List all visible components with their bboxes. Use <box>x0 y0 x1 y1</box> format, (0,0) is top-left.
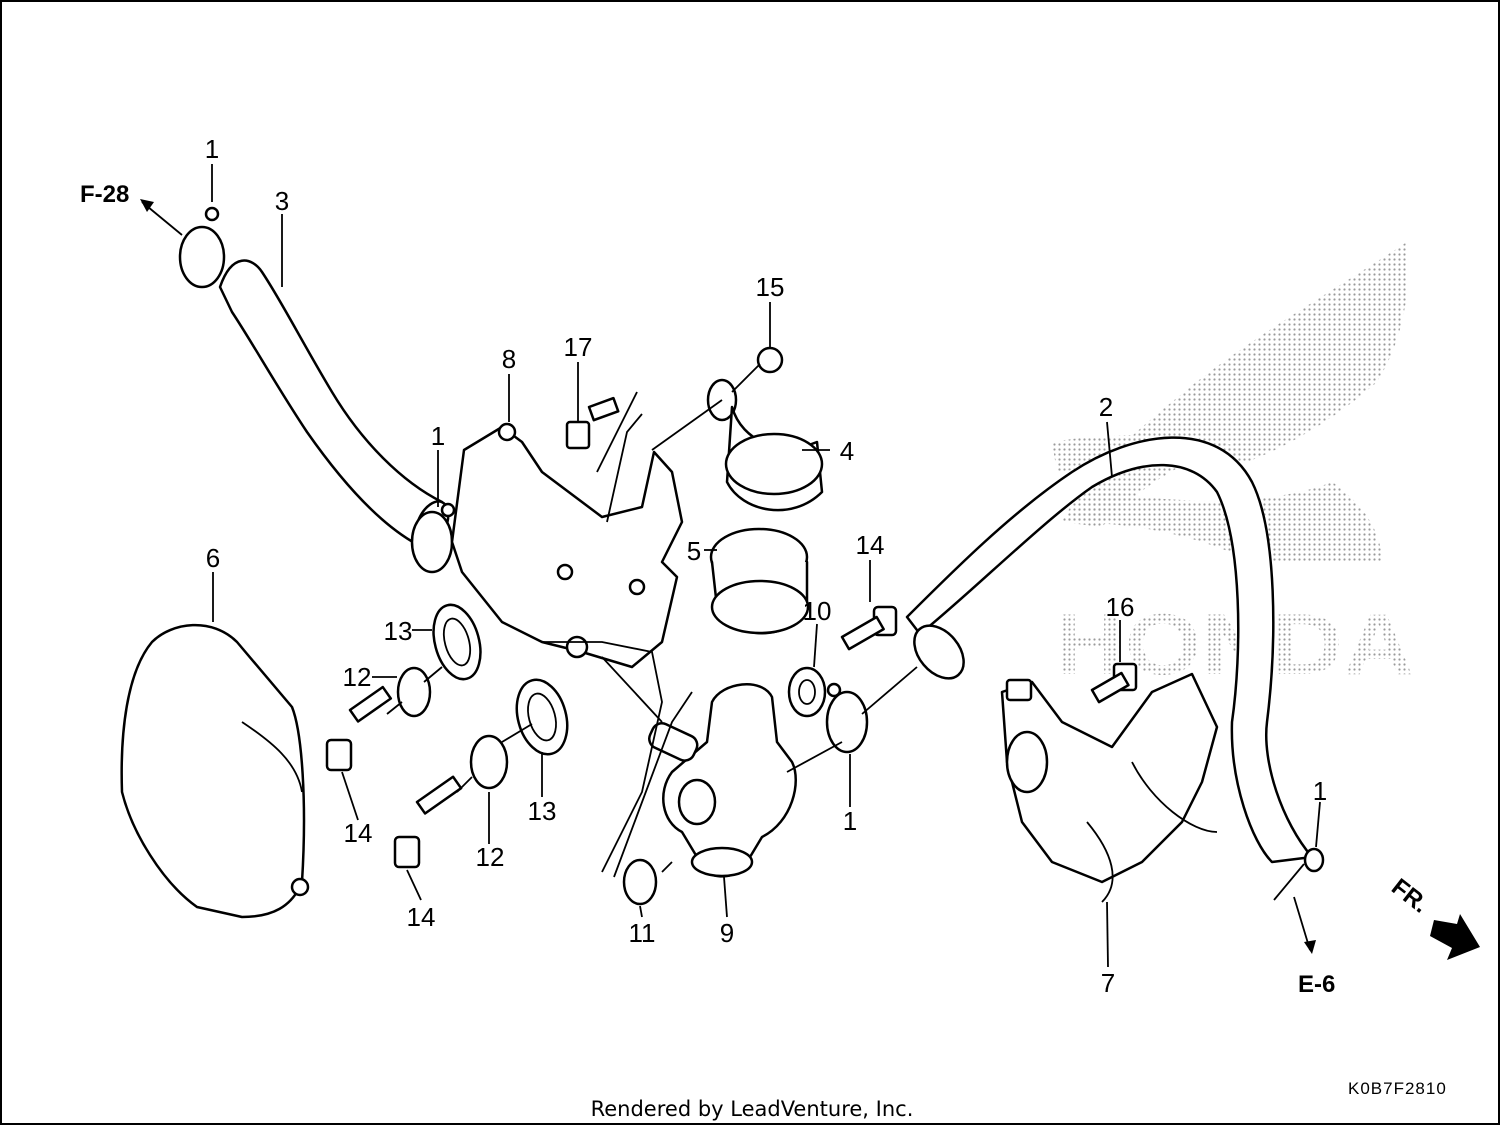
callout-1-d: 1 <box>1313 776 1327 806</box>
callout-1-b: 1 <box>431 421 445 451</box>
callout-1-c: 1 <box>843 806 857 836</box>
bolt-part-14-a <box>325 685 393 772</box>
callout-14-b: 14 <box>344 818 373 848</box>
washer-part-11 <box>622 858 658 906</box>
nut-part-15 <box>756 346 784 374</box>
render-credit: Rendered by LeadVenture, Inc. <box>591 1097 914 1121</box>
clamp-tab-1-c <box>826 682 842 698</box>
callout-15: 15 <box>756 272 785 302</box>
washer-part-12-b <box>469 734 509 790</box>
clamp-part-1-a <box>178 225 226 289</box>
cover-screw <box>290 877 310 897</box>
callout-14-c: 14 <box>407 902 436 932</box>
bracket-hole-c <box>628 578 646 596</box>
cover-part-6 <box>120 623 306 919</box>
callout-12-a: 12 <box>343 662 372 692</box>
filter-part-13-b <box>515 678 569 756</box>
front-label: FR. <box>1386 873 1433 918</box>
bolt-part-17 <box>565 396 620 450</box>
bolt-part-16 <box>1090 662 1138 704</box>
callout-8: 8 <box>502 344 516 374</box>
bracket-hole-b <box>556 563 574 581</box>
callout-labels: 1 3 8 17 15 4 2 1 6 5 14 13 12 10 16 14 … <box>205 134 1327 998</box>
filter-part-13-a <box>432 603 482 681</box>
reference-e6: E-6 <box>1298 971 1335 998</box>
callout-2: 2 <box>1099 392 1113 422</box>
callout-4: 4 <box>840 436 854 466</box>
callout-11: 11 <box>629 918 656 948</box>
clamp-part-1-b <box>410 510 454 574</box>
callout-10: 10 <box>803 596 832 626</box>
bracket-hole-a <box>497 422 517 442</box>
leader-lines <box>140 164 1321 968</box>
callout-6: 6 <box>206 543 220 573</box>
bracket-part-7 <box>1000 672 1219 903</box>
clamp-part-1-c <box>825 690 869 754</box>
valve-part-9 <box>648 683 797 878</box>
hose-part-3 <box>218 259 444 549</box>
clamp-tab-1-a <box>204 206 220 222</box>
callout-5: 5 <box>687 536 701 566</box>
callout-3: 3 <box>275 186 289 216</box>
diagram-code: K0B7F2810 <box>1348 1079 1447 1098</box>
callout-16: 16 <box>1106 592 1135 622</box>
band-part-5 <box>709 527 810 635</box>
callout-13-b: 13 <box>528 796 557 826</box>
reference-f28: F-28 <box>80 181 129 208</box>
front-arrow-icon <box>1430 914 1480 960</box>
grommet-part-10 <box>787 666 827 718</box>
pin-part-1-d <box>1273 847 1325 901</box>
callout-1-a: 1 <box>205 134 219 164</box>
hose-part-2-end <box>913 624 965 680</box>
bracket-hole-d <box>565 635 589 659</box>
washer-part-12-a <box>396 666 432 718</box>
callout-14-a: 14 <box>856 530 885 560</box>
callout-13-a: 13 <box>384 616 413 646</box>
band-part-4 <box>706 378 824 512</box>
callout-7: 7 <box>1101 968 1115 998</box>
clamp-tab-1-b <box>440 502 456 518</box>
bolt-part-14-c <box>840 605 898 651</box>
callout-17: 17 <box>564 332 593 362</box>
bracket-part-8 <box>450 425 684 669</box>
callout-12-b: 12 <box>476 842 505 872</box>
callout-9: 9 <box>720 918 734 948</box>
bolt-part-14-b <box>393 775 463 869</box>
front-direction-indicator: FR. <box>1386 873 1480 960</box>
cover-detail <box>241 721 303 793</box>
